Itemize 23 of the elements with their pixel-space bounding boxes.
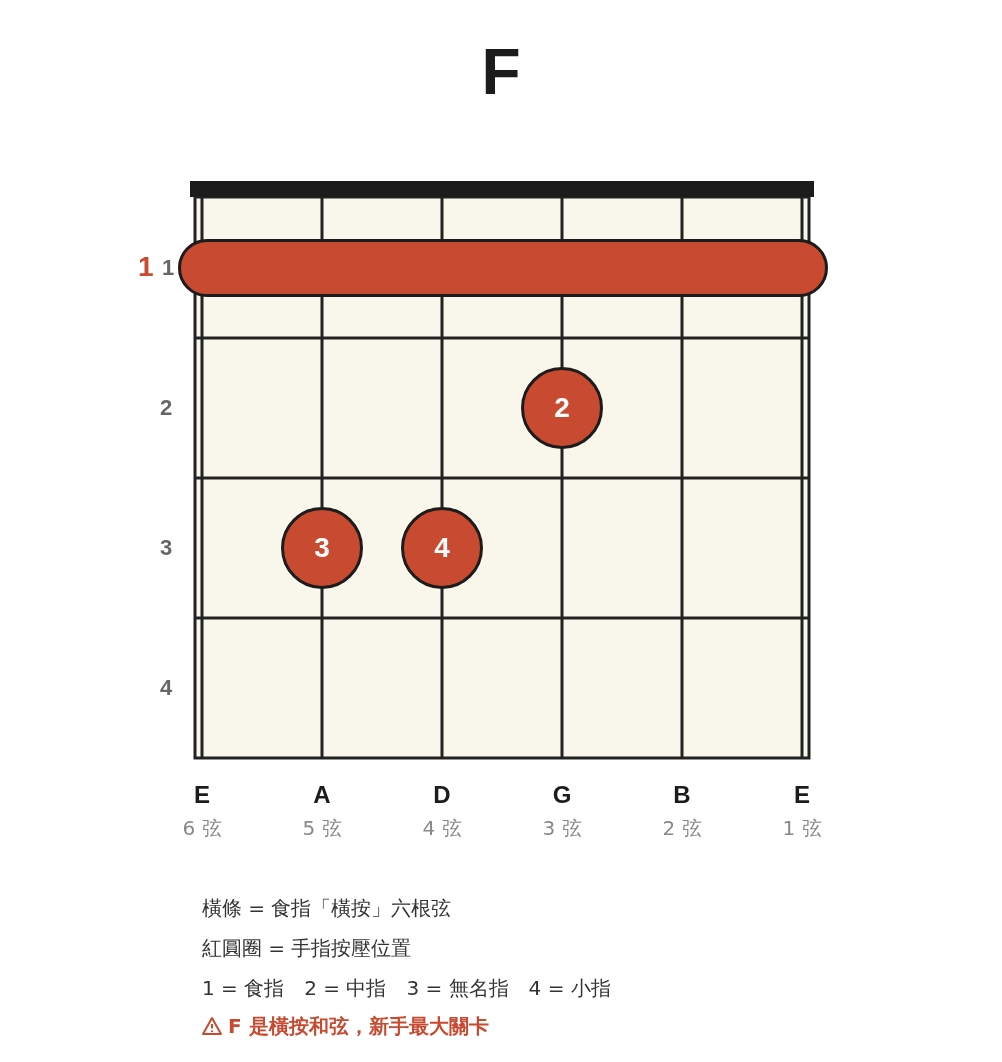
legend-note: 紅圓圈 = 手指按壓位置	[202, 938, 412, 958]
fret-number: 1	[138, 253, 154, 281]
fret-number: 2	[158, 397, 174, 419]
warning-note: F 是橫按和弦，新手最大關卡	[228, 1016, 489, 1036]
string-number: 1 弦	[781, 818, 823, 838]
fret-number: 1	[160, 257, 176, 279]
barre-bar	[178, 239, 828, 297]
string-number: 5 弦	[301, 818, 343, 838]
string-name: D	[432, 783, 452, 807]
legend-note: 橫條 = 食指「橫按」六根弦	[202, 898, 452, 918]
fret-number: 3	[158, 537, 174, 559]
string-number: 2 弦	[661, 818, 703, 838]
chord-title: F	[481, 40, 521, 104]
string-number: 3 弦	[541, 818, 583, 838]
string-name: A	[312, 783, 332, 807]
string-name: E	[193, 783, 211, 807]
string-number: 6 弦	[181, 818, 223, 838]
legend-note: 1 = 食指 2 = 中指 3 = 無名指 4 = 小指	[202, 978, 611, 998]
string-number: 4 弦	[421, 818, 463, 838]
fret-number: 4	[158, 677, 174, 699]
string-name: E	[793, 783, 811, 807]
string-name: B	[672, 783, 692, 807]
string-name: G	[551, 783, 573, 807]
